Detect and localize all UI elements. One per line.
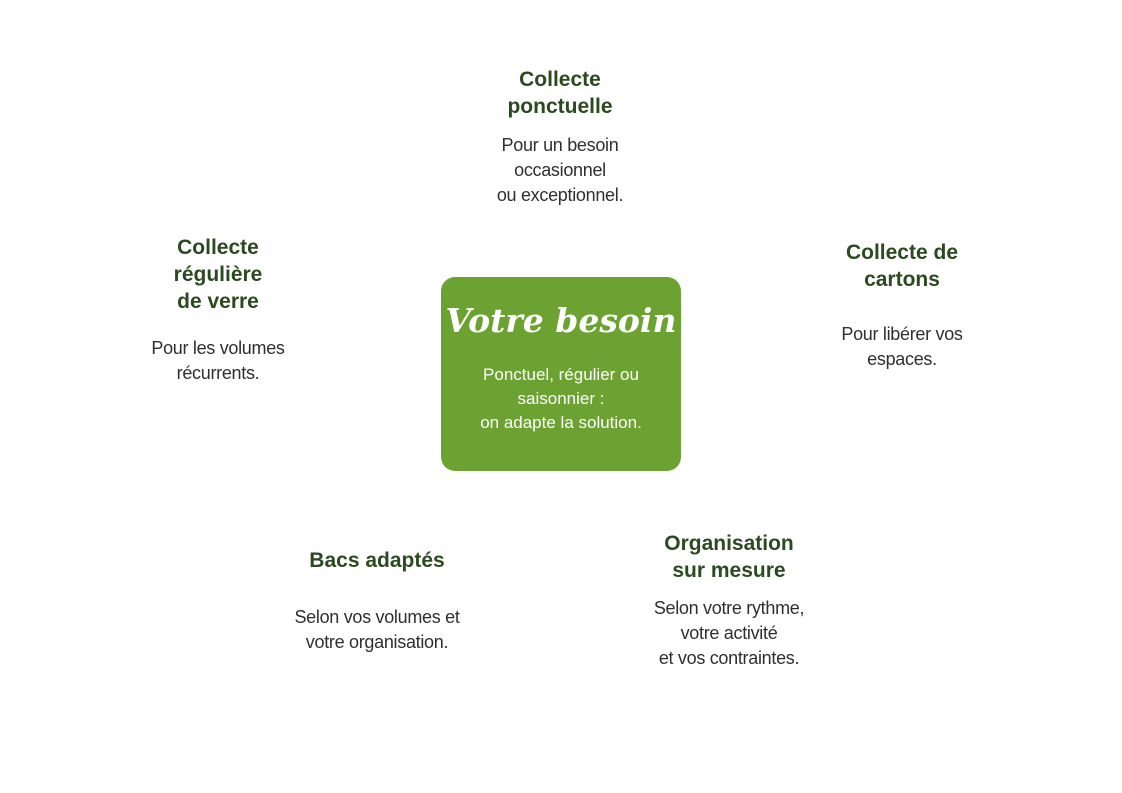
node-collecte-ponctuelle: Collecte ponctuelle Pour un besoin occas… [460,66,660,208]
node-description: Pour libérer vos espaces. [841,324,963,369]
center-box: Votre besoin Ponctuel, régulier ou saiso… [441,277,681,471]
node-description: Pour les volumes récurrents. [151,338,285,383]
node-title: Bacs adaptés [309,549,445,572]
node-description: Selon vos volumes et votre organisation. [294,607,460,652]
node-description: Pour un besoin occasionnel ou exceptionn… [496,135,624,205]
node-title: Collecte de cartons [845,241,959,291]
node-title: Collecte régulière de verre [173,236,263,313]
node-collecte-cartons: Collecte de cartons Pour libérer vos esp… [802,239,1002,372]
node-collecte-verre: Collecte régulière de verre Pour les vol… [118,234,318,386]
node-description: Selon votre rythme, votre activité et vo… [653,598,805,668]
node-organisation-sur-mesure: Organisation sur mesure Selon votre ryth… [629,530,829,671]
node-title: Collecte ponctuelle [507,68,613,118]
center-description: Ponctuel, régulier ou saisonnier : on ad… [480,365,642,432]
node-bacs-adaptes: Bacs adaptés Selon vos volumes et votre … [267,547,487,655]
center-title: Votre besoin [445,301,677,340]
node-title: Organisation sur mesure [664,532,794,582]
